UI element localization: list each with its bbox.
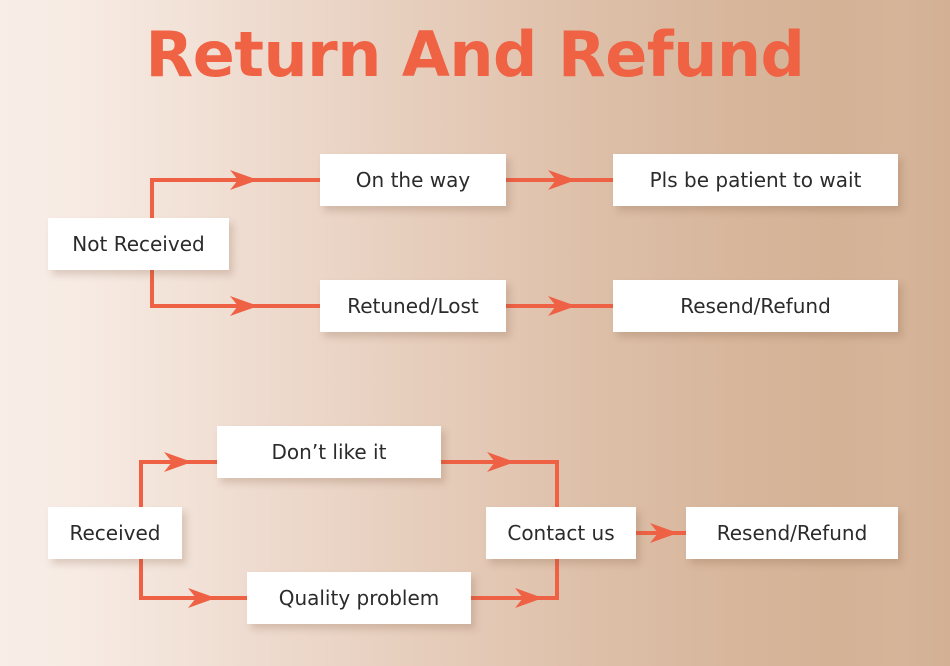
node-resend-refund-received[interactable]: Resend/Refund [686, 507, 898, 559]
connector-not-received-to-on-the-way [150, 178, 322, 182]
arrow-right-icon [186, 584, 218, 612]
arrow-right-icon [228, 166, 260, 194]
node-quality-problem[interactable]: Quality problem [247, 572, 471, 624]
connector-not-received-to-returned-lost [150, 304, 322, 308]
node-dont-like-it[interactable]: Don’t like it [217, 426, 441, 478]
connector-quality-problem-to-contact-us [471, 596, 559, 600]
page-title: Return And Refund [145, 18, 805, 91]
node-returned-lost[interactable]: Retuned/Lost [320, 280, 506, 332]
node-pls-be-patient-to-wait[interactable]: Pls be patient to wait [613, 154, 898, 206]
arrow-right-icon [228, 292, 260, 320]
arrow-right-icon [648, 519, 680, 547]
arrow-right-icon [513, 584, 545, 612]
node-resend-refund-not-received[interactable]: Resend/Refund [613, 280, 898, 332]
node-received[interactable]: Received [48, 507, 182, 559]
arrow-right-icon [546, 166, 578, 194]
node-on-the-way[interactable]: On the way [320, 154, 506, 206]
node-not-received[interactable]: Not Received [48, 218, 229, 270]
arrow-right-icon [162, 448, 194, 476]
node-contact-us[interactable]: Contact us [486, 507, 636, 559]
arrow-right-icon [485, 448, 517, 476]
arrow-right-icon [546, 292, 578, 320]
